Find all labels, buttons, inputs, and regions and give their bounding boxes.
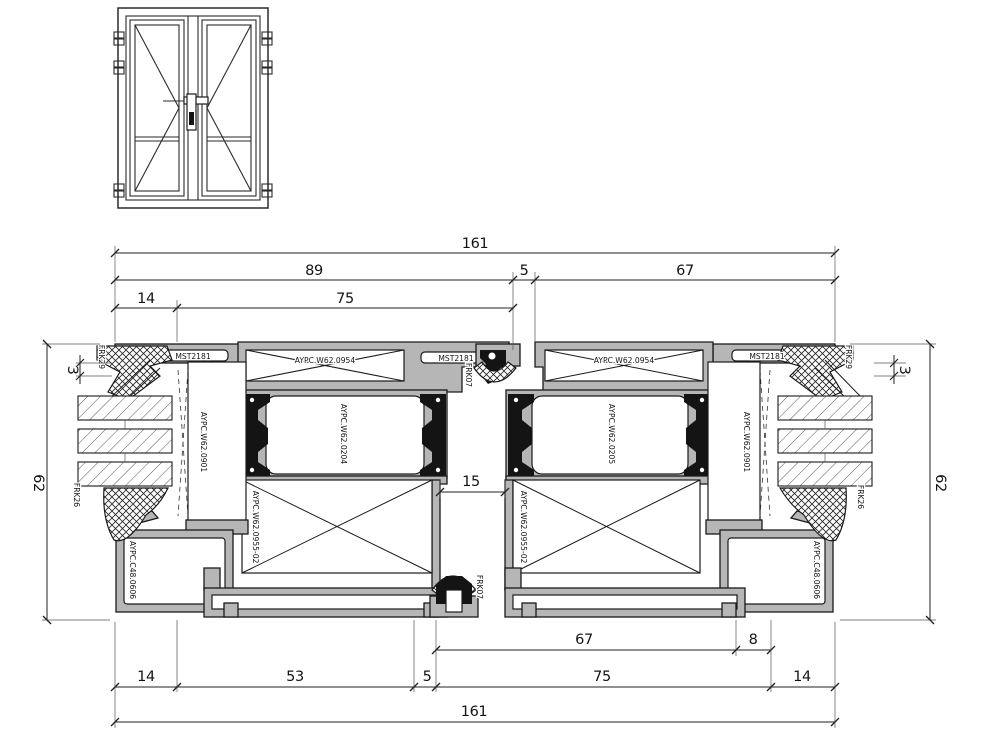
left-lower-gasket bbox=[103, 487, 169, 542]
right-sill-profile bbox=[719, 510, 834, 613]
center-bottom-gasket-assembly bbox=[429, 575, 479, 618]
label-glazing-bar-left: AYPC.W62.0954 bbox=[295, 356, 356, 365]
dim-3-right: 3 bbox=[896, 366, 912, 375]
section-profiles bbox=[114, 341, 836, 618]
dim-75-bottom: 75 bbox=[593, 669, 611, 685]
hinge-icon bbox=[113, 31, 125, 198]
left-frame-jamb bbox=[177, 361, 249, 535]
dim-62-right: 62 bbox=[932, 474, 948, 492]
label-glazing-bar-right: AYPC.W62.0954 bbox=[594, 356, 655, 365]
dim-53-bottom: 53 bbox=[286, 669, 304, 685]
label-sill-right: AYPC.C48.0606 bbox=[812, 541, 821, 599]
door-elevation bbox=[113, 7, 273, 209]
dim-5-bottom: 5 bbox=[423, 669, 432, 685]
dim-89: 89 bbox=[305, 263, 323, 279]
door-handle bbox=[163, 93, 209, 131]
elevation-left-leaf bbox=[129, 19, 185, 197]
elevation-right-leaf bbox=[201, 19, 257, 197]
label-frk29-left: FRK29 bbox=[97, 345, 106, 369]
label-mst2181-right: MST2181 bbox=[749, 352, 785, 361]
dim-14-bottom-right: 14 bbox=[793, 669, 811, 685]
right-outer-gasket bbox=[777, 345, 863, 405]
dim-5-top: 5 bbox=[520, 263, 529, 279]
label-frk26-left: FRK26 bbox=[72, 483, 81, 507]
hinge-icons bbox=[113, 31, 273, 198]
label-leaf-left-profile: AYPC.W62.0204 bbox=[339, 404, 348, 465]
label-frame-right: AYPC.W62.0901 bbox=[742, 412, 751, 473]
left-leaf-profile bbox=[237, 389, 448, 479]
label-frk07-bottom: FRK07 bbox=[475, 575, 484, 599]
right-lower-gasket bbox=[778, 487, 847, 542]
dim-75-top: 75 bbox=[336, 291, 354, 307]
label-frame-left: AYPC.W62.0901 bbox=[199, 412, 208, 473]
label-frk26-right: FRK26 bbox=[856, 485, 865, 509]
right-sash-bottom-box bbox=[512, 479, 701, 574]
dim-62-left: 62 bbox=[30, 474, 46, 492]
center-top-gasket-assembly bbox=[473, 343, 521, 384]
dim-8-bottom: 8 bbox=[749, 632, 758, 648]
left-sash-bottom-box bbox=[241, 479, 433, 574]
section-gaskets-glazing bbox=[77, 345, 873, 542]
dim-15-center: 15 bbox=[462, 474, 480, 490]
dim-14-bottom-left: 14 bbox=[137, 669, 155, 685]
left-glazing-stack bbox=[77, 395, 173, 487]
label-sash-bottom-left: AYPC.W62.0955-02 bbox=[251, 491, 260, 564]
dim-67-top: 67 bbox=[676, 263, 694, 279]
label-frk07-top: FRK07 bbox=[464, 363, 473, 387]
label-mst2181-left: MST2181 bbox=[175, 352, 211, 361]
dim-14-top: 14 bbox=[137, 291, 155, 307]
dim-total-top: 161 bbox=[462, 236, 488, 252]
label-mst2181-center: MST2181 bbox=[438, 354, 474, 363]
label-sash-bottom-right: AYPC.W62.0955-02 bbox=[519, 491, 528, 564]
hinge-icon bbox=[261, 31, 273, 198]
right-frame-jamb bbox=[705, 361, 771, 535]
dim-total-bottom: 161 bbox=[461, 704, 487, 720]
label-leaf-right-profile: AYPC.W62.0205 bbox=[607, 404, 616, 465]
dim-67-bottom: 67 bbox=[575, 632, 593, 648]
profile-labels: MST2181 MST2181 MST2181 AYPC.W62.0954 AY… bbox=[71, 344, 866, 601]
right-bottom-rail bbox=[504, 567, 746, 618]
dimension-system: 161 89 5 67 14 75 62 3 62 3 15 bbox=[30, 236, 948, 728]
label-frk29-right: FRK29 bbox=[844, 345, 853, 369]
left-leaf-inner-face bbox=[431, 479, 441, 591]
dim-3-left: 3 bbox=[64, 366, 80, 375]
label-sill-left: AYPC.C48.0606 bbox=[128, 541, 137, 599]
right-glazing-stack bbox=[777, 395, 873, 487]
